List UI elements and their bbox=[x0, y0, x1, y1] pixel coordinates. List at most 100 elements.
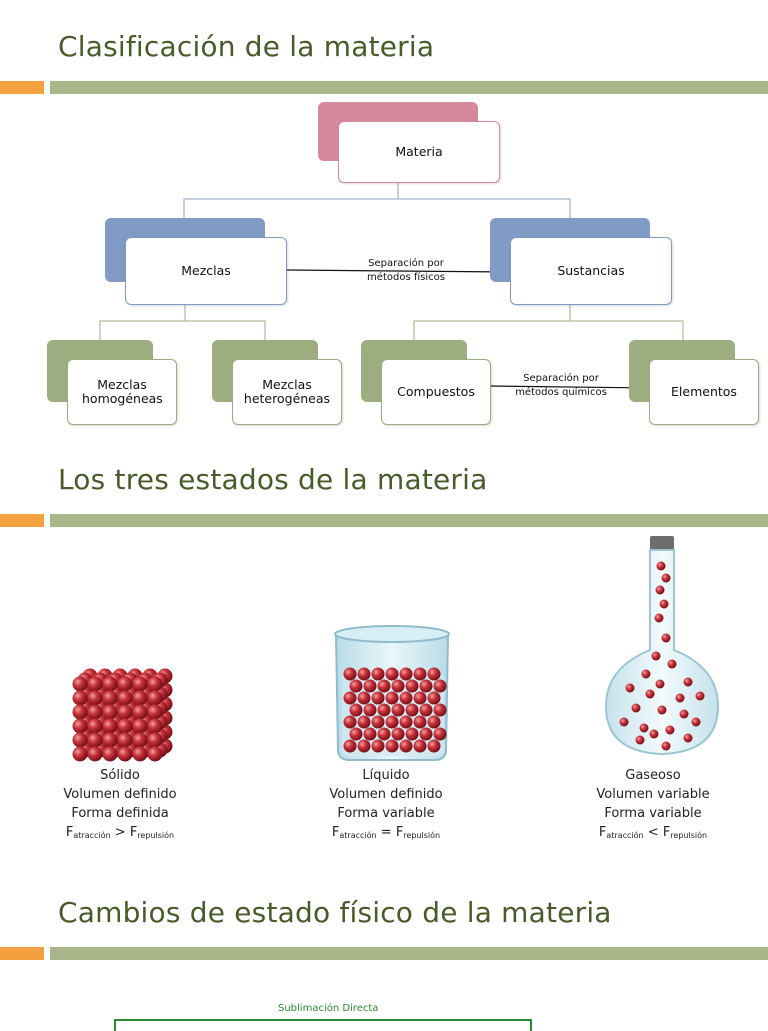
particle bbox=[87, 746, 103, 762]
particle bbox=[357, 667, 371, 681]
accent-bar-orange-3 bbox=[0, 947, 44, 960]
particle bbox=[343, 739, 357, 753]
particle bbox=[405, 679, 419, 693]
label-sublimacion-directa: Sublimación Directa bbox=[278, 1003, 379, 1014]
state-solido: Sólido Volumen definido Forma definida F… bbox=[20, 766, 220, 845]
particle bbox=[427, 691, 441, 705]
particle bbox=[625, 683, 635, 693]
particle bbox=[371, 667, 385, 681]
particle bbox=[87, 718, 103, 734]
particle bbox=[132, 690, 148, 706]
node-mezclas-label: Mezclas bbox=[125, 237, 287, 305]
particle bbox=[357, 691, 371, 705]
particle bbox=[399, 715, 413, 729]
particle bbox=[391, 727, 405, 741]
particle bbox=[343, 667, 357, 681]
state-liquido-forces: Fatracción = Frepulsión bbox=[331, 825, 441, 840]
particle bbox=[405, 703, 419, 717]
node-compuestos-label: Compuestos bbox=[381, 359, 491, 425]
particle bbox=[102, 718, 118, 734]
gas-flask-illustration bbox=[604, 536, 720, 756]
node-sustancias-label: Sustancias bbox=[510, 237, 672, 305]
particle bbox=[357, 715, 371, 729]
particle bbox=[72, 746, 88, 762]
particle bbox=[363, 703, 377, 717]
particle bbox=[147, 676, 163, 692]
particle bbox=[87, 690, 103, 706]
particle bbox=[399, 667, 413, 681]
particle bbox=[102, 746, 118, 762]
particle bbox=[413, 691, 427, 705]
particle bbox=[651, 651, 661, 661]
particle bbox=[377, 679, 391, 693]
particle bbox=[657, 705, 667, 715]
particle bbox=[631, 703, 641, 713]
accent-bar-green-3 bbox=[50, 947, 768, 960]
connector-sustancias-compuestos bbox=[413, 304, 571, 341]
particle bbox=[117, 676, 133, 692]
particle bbox=[679, 709, 689, 719]
connector-materia-sustancias bbox=[398, 198, 571, 219]
diagram-connectors bbox=[99, 182, 684, 393]
particle bbox=[385, 691, 399, 705]
state-solido-name: Sólido bbox=[100, 768, 140, 783]
particle bbox=[117, 690, 133, 706]
particle bbox=[377, 727, 391, 741]
particle bbox=[655, 679, 665, 689]
particle bbox=[72, 676, 88, 692]
particle bbox=[399, 739, 413, 753]
node-heterogeneas-text: Mezclas heterogéneas bbox=[243, 376, 331, 406]
particle bbox=[391, 703, 405, 717]
note-quimicos-line2: métodos químicos bbox=[515, 386, 607, 398]
particle bbox=[117, 704, 133, 720]
particle bbox=[665, 725, 675, 735]
particle bbox=[117, 732, 133, 748]
particle bbox=[72, 732, 88, 748]
connector-mezclas-homogeneas bbox=[99, 304, 186, 341]
particle bbox=[377, 703, 391, 717]
particle bbox=[413, 667, 427, 681]
particle bbox=[405, 727, 419, 741]
particle bbox=[661, 633, 671, 643]
particle bbox=[433, 679, 447, 693]
particle bbox=[683, 733, 693, 743]
accent-bar-green bbox=[50, 81, 768, 94]
state-gaseoso-line2: Forma variable bbox=[604, 806, 702, 821]
particle bbox=[654, 613, 664, 623]
particle bbox=[72, 690, 88, 706]
particle bbox=[635, 735, 645, 745]
particle bbox=[691, 717, 701, 727]
particle bbox=[357, 739, 371, 753]
state-gaseoso: Gaseoso Volumen variable Forma variable … bbox=[553, 766, 753, 845]
sublimacion-bracket bbox=[114, 1019, 532, 1031]
note-fisicos-line2: métodos físicos bbox=[367, 271, 445, 283]
particle bbox=[433, 703, 447, 717]
particle bbox=[117, 746, 133, 762]
particle bbox=[117, 718, 133, 734]
note-separacion-quimicos: Separación por métodos químicos bbox=[505, 372, 617, 399]
section-title-clasificacion: Clasificación de la materia bbox=[58, 30, 435, 63]
particle bbox=[675, 693, 685, 703]
particle bbox=[87, 732, 103, 748]
particle bbox=[343, 715, 357, 729]
particle bbox=[391, 679, 405, 693]
node-homogeneas-label: Mezclas homogéneas bbox=[67, 359, 177, 425]
accent-bar-orange bbox=[0, 81, 44, 94]
particle bbox=[132, 718, 148, 734]
arrow-separacion-quimicos bbox=[489, 383, 652, 393]
particle bbox=[147, 704, 163, 720]
state-solido-line2: Forma definida bbox=[71, 806, 169, 821]
particle bbox=[72, 704, 88, 720]
particle bbox=[87, 676, 103, 692]
state-gaseoso-name: Gaseoso bbox=[625, 768, 681, 783]
note-separacion-fisicos: Separación por métodos físicos bbox=[350, 257, 462, 284]
connector-materia-mezclas bbox=[183, 182, 399, 219]
particle bbox=[427, 739, 441, 753]
particle bbox=[371, 739, 385, 753]
particle bbox=[667, 659, 677, 669]
node-heterogeneas-label: Mezclas heterogéneas bbox=[232, 359, 342, 425]
particle bbox=[132, 746, 148, 762]
particle bbox=[656, 561, 666, 571]
particle bbox=[132, 732, 148, 748]
particle bbox=[102, 690, 118, 706]
